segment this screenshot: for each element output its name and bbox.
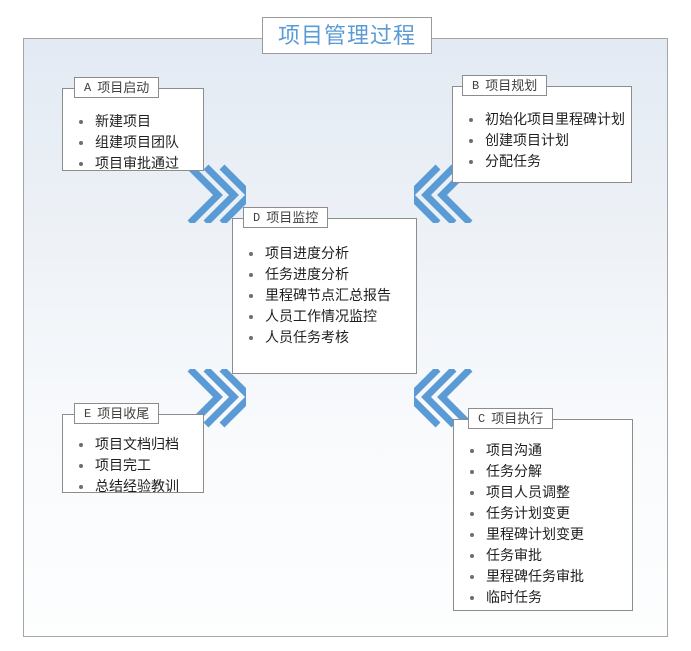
list-item: 人员工作情况监控 — [247, 306, 408, 327]
list-item: 里程碑节点汇总报告 — [247, 285, 408, 306]
item-list-a: 新建项目 组建项目团队 项目审批通过 — [77, 111, 195, 174]
group-key-a: A — [84, 80, 92, 95]
group-key-e: E — [84, 406, 92, 421]
list-item: 项目审批通过 — [77, 153, 195, 174]
list-item: 项目完工 — [77, 455, 195, 476]
list-item: 新建项目 — [77, 111, 195, 132]
list-item: 项目文档归档 — [77, 434, 195, 455]
group-label-b: B 项目规划 — [462, 75, 548, 96]
arrow-a-to-d — [184, 161, 246, 223]
list-item: 项目进度分析 — [247, 243, 408, 264]
group-box-d[interactable]: 项目进度分析 任务进度分析 里程碑节点汇总报告 人员工作情况监控 人员任务考核 — [232, 218, 417, 374]
group-label-a: A 项目启动 — [74, 77, 160, 98]
list-item: 组建项目团队 — [77, 132, 195, 153]
group-label-d: D 项目监控 — [243, 207, 329, 228]
list-item: 初始化项目里程碑计划 — [467, 109, 625, 130]
group-name-b: 项目规划 — [485, 78, 538, 93]
group-label-e: E 项目收尾 — [74, 403, 160, 424]
item-list-d: 项目进度分析 任务进度分析 里程碑节点汇总报告 人员工作情况监控 人员任务考核 — [247, 243, 408, 348]
group-name-d: 项目监控 — [266, 210, 319, 225]
group-name-e: 项目收尾 — [97, 406, 150, 421]
group-name-c: 项目执行 — [491, 411, 544, 426]
list-item: 人员任务考核 — [247, 327, 408, 348]
diagram-title-plate: 项目管理过程 — [262, 17, 432, 54]
group-label-c: C 项目执行 — [468, 408, 554, 429]
group-box-c[interactable]: 项目沟通 任务分解 项目人员调整 任务计划变更 里程碑计划变更 任务审批 里程碑… — [453, 419, 633, 611]
arrow-c-to-d — [414, 369, 476, 431]
group-box-a[interactable]: 新建项目 组建项目团队 项目审批通过 — [62, 88, 204, 171]
group-key-c: C — [478, 411, 486, 426]
list-item: 项目沟通 — [468, 440, 624, 461]
item-list-c: 项目沟通 任务分解 项目人员调整 任务计划变更 里程碑计划变更 任务审批 里程碑… — [468, 440, 624, 608]
list-item: 分配任务 — [467, 151, 623, 172]
group-box-e[interactable]: 项目文档归档 项目完工 总结经验教训 — [62, 414, 204, 494]
list-item: 任务计划变更 — [468, 503, 624, 524]
list-item: 里程碑任务审批 — [468, 566, 624, 587]
item-list-e: 项目文档归档 项目完工 总结经验教训 — [77, 434, 195, 497]
list-item: 创建项目计划 — [467, 130, 623, 151]
list-item: 临时任务 — [468, 587, 624, 608]
item-list-b: 初始化项目里程碑计划 创建项目计划 分配任务 — [467, 109, 625, 172]
group-name-a: 项目启动 — [97, 80, 150, 95]
group-key-b: B — [472, 78, 480, 93]
list-item: 总结经验教训 — [77, 476, 195, 497]
list-item: 任务审批 — [468, 545, 624, 566]
page-title: 项目管理过程 — [277, 22, 416, 48]
list-item: 项目人员调整 — [468, 482, 624, 503]
list-item: 里程碑计划变更 — [468, 524, 624, 545]
list-item: 任务分解 — [468, 461, 624, 482]
group-key-d: D — [253, 210, 261, 225]
group-box-b[interactable]: 初始化项目里程碑计划 创建项目计划 分配任务 — [452, 86, 632, 183]
list-item: 任务进度分析 — [247, 264, 408, 285]
